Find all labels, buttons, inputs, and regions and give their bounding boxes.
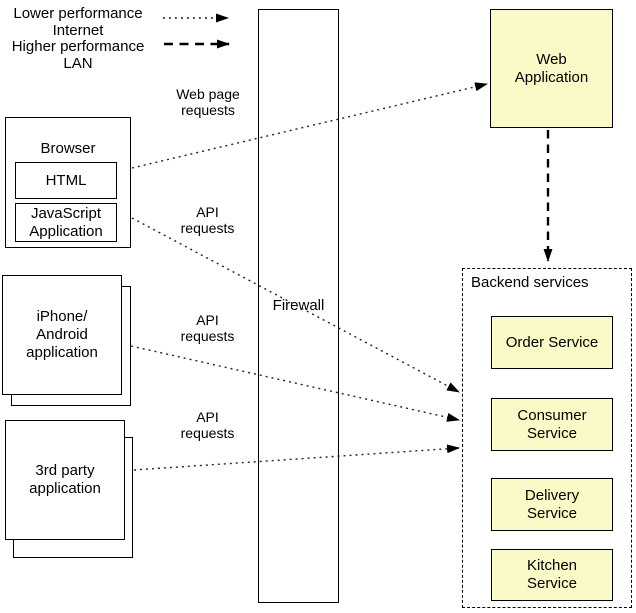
consumer-service-box: Consumer Service [491, 398, 613, 451]
third-party-label: 3rd party application [29, 462, 101, 497]
delivery-service-box: Delivery Service [491, 478, 613, 531]
web-application-box: Web Application [490, 9, 613, 128]
kitchen-service-box: Kitchen Service [491, 549, 613, 601]
firewall-label: Firewall [272, 297, 325, 314]
browser-title: Browser [40, 140, 96, 157]
edge-label-api-requests-3: API requests [180, 409, 235, 441]
web-application-label: Web Application [514, 50, 589, 86]
legend-item-lan: Higher performance LAN [11, 38, 145, 72]
backend-services-title: Backend services [471, 274, 589, 291]
firewall-box: Firewall [258, 9, 339, 603]
html-box: HTML [15, 162, 117, 199]
html-label: HTML [45, 171, 87, 189]
delivery-service-label: Delivery Service [524, 486, 580, 522]
javascript-application-box: JavaScript Application [15, 203, 117, 242]
order-service-label: Order Service [505, 333, 599, 351]
kitchen-service-label: Kitchen Service [526, 557, 578, 592]
edge-label-api-requests-2: API requests [180, 312, 235, 344]
backend-services-container: Backend services Order Service Consumer … [462, 268, 632, 608]
javascript-application-label: JavaScript Application [29, 204, 103, 240]
consumer-service-label: Consumer Service [517, 406, 587, 442]
legend-item-internet: Lower performance Internet [13, 5, 143, 39]
order-service-box: Order Service [491, 316, 613, 369]
edge-label-api-requests-1: API requests [180, 204, 235, 236]
third-party-box: 3rd party application [5, 420, 125, 540]
iphone-android-label: iPhone/ Android application [26, 308, 98, 361]
edge-label-web-page-requests: Web page requests [176, 86, 240, 118]
iphone-android-box: iPhone/ Android application [2, 275, 122, 395]
